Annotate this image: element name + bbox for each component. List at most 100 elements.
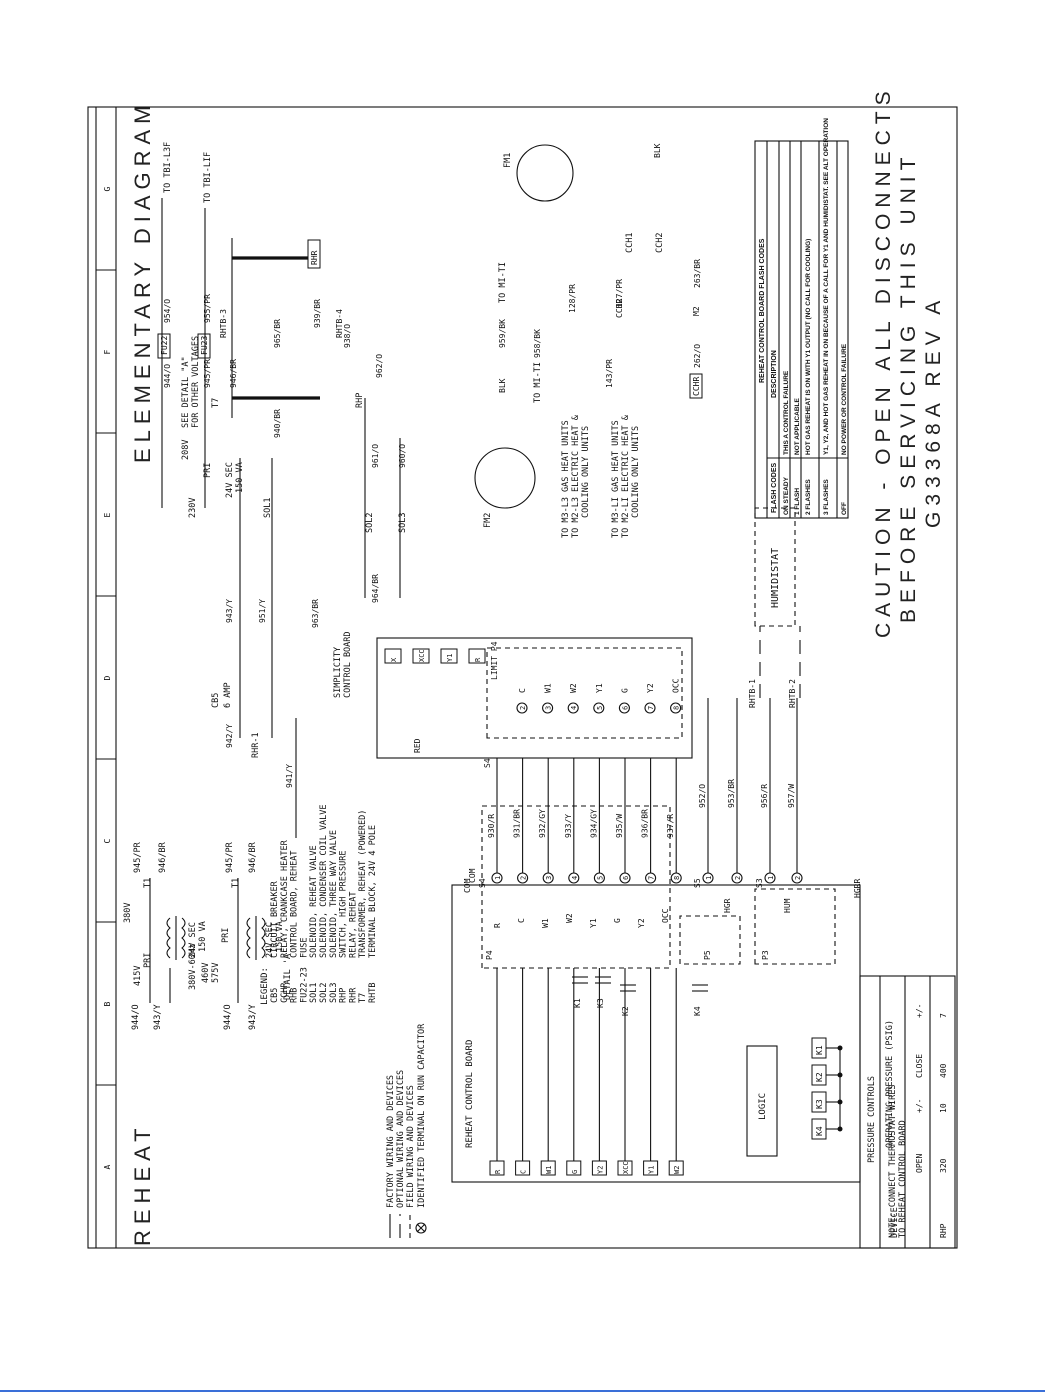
p4-pin [670, 702, 682, 714]
pc-subheader: +/- [915, 1099, 924, 1113]
s3-label: S3 [755, 878, 764, 888]
p4-pin-num: 5 [596, 706, 604, 710]
wire-label: 944/O [223, 1004, 233, 1030]
s4-wire-label: 932/GY [538, 809, 547, 838]
gas1-2: TO M2-L3 ELECTRIC HEAT & [571, 414, 581, 538]
tstat-label: G [571, 1170, 579, 1174]
zone-label: A [103, 1165, 112, 1170]
legend-factory: FACTORY WIRING AND DEVICES [386, 1075, 396, 1208]
fc-code: OFF [841, 502, 848, 515]
t7-va: 150 VA [235, 462, 245, 493]
pc-frame [859, 975, 956, 1249]
hgr-label: HGR [723, 898, 732, 913]
k-label: K2 [621, 1006, 630, 1016]
s4-wire-label: 935/W [615, 814, 624, 838]
rhb-term: W2 [565, 913, 574, 923]
wire-label: 951/Y [258, 599, 267, 623]
relay-label: K1 [815, 1045, 824, 1055]
s4-simp: S4 [483, 758, 492, 768]
fc-desc: Y1, Y2, AND HOT GAS REHEAT IN ON BECAUSE… [823, 118, 830, 455]
hum-label: HUM [783, 898, 792, 913]
s4-label: S4 [478, 878, 487, 888]
s4-pin-num: 6 [622, 876, 630, 880]
s4-wire-label: 930/R [487, 814, 496, 838]
wire-label: 946/BR [158, 841, 168, 873]
s4-pin-num: 2 [520, 876, 528, 880]
tap-label: 460V [201, 963, 211, 983]
fc-title: REHEAT CONTROL BOARD FLASH CODES [759, 238, 766, 383]
sec-label: 24V SEC [265, 922, 275, 958]
s4-wire-label: 936/BR [641, 809, 650, 838]
rhb-term: W1 [541, 918, 550, 928]
pc-subheader: CLOSE [915, 1054, 924, 1078]
simp-term-box [412, 648, 430, 664]
wire-label: 955/PR [203, 294, 212, 323]
s4-com: COM [468, 868, 477, 883]
t7-sec: 24V SEC [225, 462, 235, 498]
wire-label: 938/O [343, 324, 352, 348]
pc-subheader: +/- [915, 1004, 924, 1018]
note-line-1: NOTE: CONNECT THERMOSTAT WIRES [888, 1084, 898, 1238]
wire-label: 946/BR [248, 841, 258, 873]
simp-term-label: R [474, 657, 482, 662]
tstat-label: Y1 [648, 1166, 656, 1174]
s4-pin-num: 1 [494, 876, 502, 880]
com-label: COM [463, 878, 472, 893]
legend-code: RHB [290, 988, 300, 1003]
sx-pin-num: 1 [767, 876, 775, 880]
wire-label: 961/O [371, 444, 380, 468]
fm2-label: FM2 [483, 513, 493, 528]
legend-desc: RELAY, CRANKCASE HEATER [280, 839, 290, 958]
detail-a-freq: 380V-60Hz [188, 944, 198, 990]
rhr1-label: RHR-1 [251, 732, 261, 758]
relay-label: K2 [815, 1072, 824, 1082]
tap-label: 380V [123, 903, 133, 923]
relay-label: K3 [815, 1099, 824, 1109]
simplicity-label-1: SIMPLICITY [333, 647, 343, 698]
simp-term-box [468, 648, 486, 664]
s4-wire-label: 931/BR [513, 809, 522, 838]
rhr-label: RHR [310, 250, 319, 265]
legend-desc: RELAY, REHEAT [348, 891, 358, 958]
legend-code: SOL2 [319, 983, 329, 1003]
fc-code: 3 FLASHES [823, 479, 830, 515]
fm1-icon [516, 144, 574, 202]
legend-code: RHP [339, 988, 349, 1003]
wire-label: 962/O [375, 354, 384, 378]
caution-line-2: BEFORE SERVICING THIS UNIT [897, 152, 920, 623]
s4-pin-num: 3 [545, 876, 553, 880]
gas1-3: COOLING ONLY UNITS [581, 426, 591, 518]
s4-pin-num: 5 [596, 876, 604, 880]
legend-code: RHR [348, 987, 358, 1003]
legend-symbols: FACTORY WIRING AND DEVICES OPTIONAL WIRI… [386, 1023, 427, 1238]
tap-label: 575V [211, 963, 221, 983]
t7-label: T7 [211, 398, 221, 408]
legend-desc: TRANSFORMER, REHEAT (POWERED) [358, 810, 368, 958]
t7-transformer: 230V 208V PRI 24V SEC 150 VA T7 SEE DETA… [157, 142, 352, 518]
zone-label: B [103, 1002, 112, 1007]
rhb-term: Y2 [637, 918, 646, 928]
pc-cell: 7 [939, 1013, 948, 1018]
tstat-label: XCC [622, 1161, 630, 1174]
gas2-1: TO M3-LI GAS HEAT UNITS [611, 420, 621, 538]
s4-pin-num: 8 [673, 876, 681, 880]
fm1-label: FM1 [503, 153, 513, 168]
fc-desc: THIS A CONTROL FAILURE [783, 370, 790, 455]
s4-wire-label: 937/R [666, 814, 675, 838]
t-label: T1 [143, 878, 153, 888]
fc-header: DESCRIPTION [771, 350, 778, 398]
sx-pin-num: 2 [734, 876, 742, 880]
simp-term-label: X [390, 657, 398, 662]
footer-rule [0, 1390, 1045, 1392]
tstat-label: W1 [545, 1166, 553, 1174]
wire-label: 945/PR [225, 841, 235, 873]
detail-a-label: DETAIL 'A' [283, 949, 293, 1000]
gas1-1: TO M3-L3 GAS HEAT UNITS [561, 420, 571, 538]
relay-label: K4 [815, 1126, 824, 1136]
wire-label: 128/PR [568, 284, 577, 313]
pc-title: PRESSURE CONTROLS [867, 1076, 877, 1163]
wire-label: 943/Y [225, 599, 234, 623]
connector-wires: COM S4 S5 S3 1930/R2931/BR3932/GY4933/Y5… [468, 698, 803, 888]
